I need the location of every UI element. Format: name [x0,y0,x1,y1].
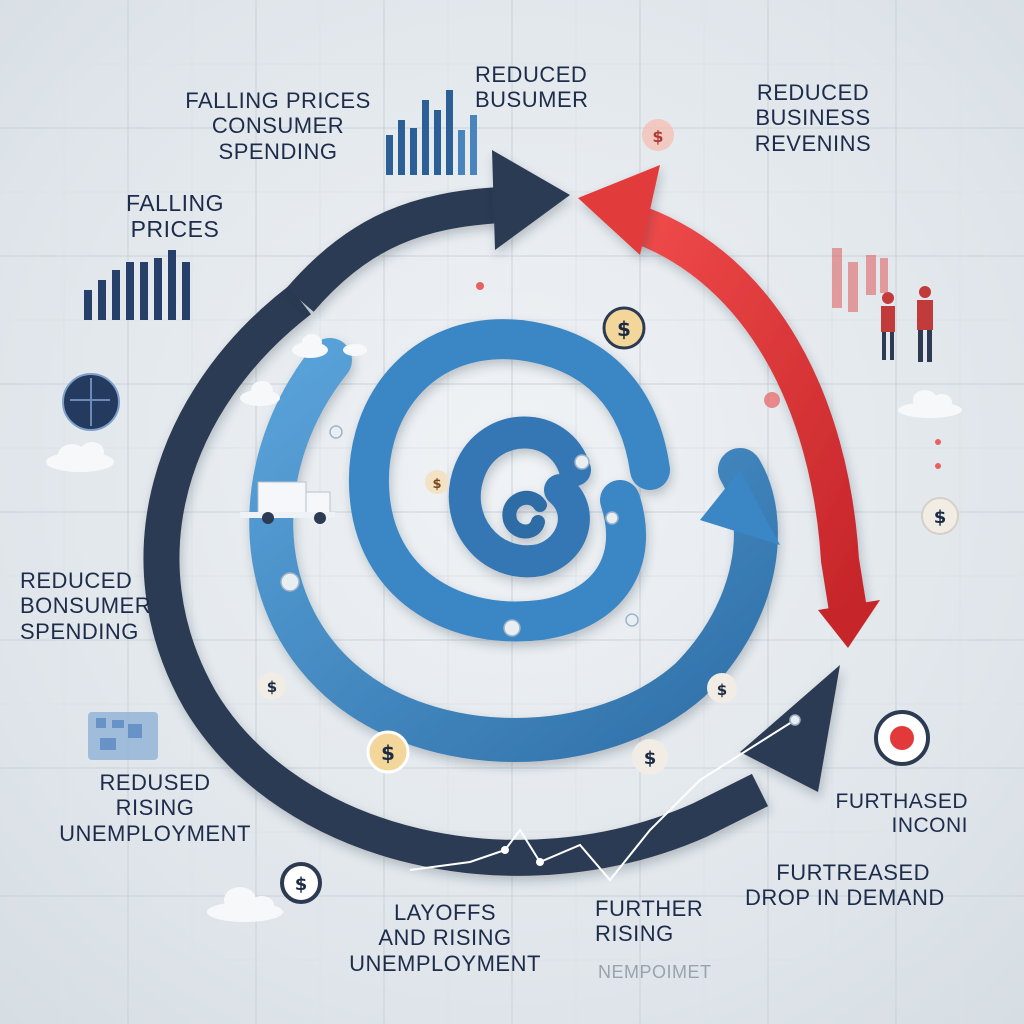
label-line: FALLING [125,190,225,216]
dot [935,463,941,469]
label-line: PRICES [130,216,220,243]
label-line: RISING [115,795,195,821]
dot [935,439,941,445]
dark-cycle-arrow-upper [286,187,502,312]
blue-arrow-head [700,470,780,545]
label-line: FURTHER [595,896,704,921]
svg-text:$: $ [652,127,663,146]
label-reduced-business-revenues: REDUCED BUSINESS REVENINS [728,80,898,156]
bar-chart-icon [84,250,190,320]
label-line: DROP IN DEMAND [745,885,945,911]
label-falling-prices: FALLING PRICES [110,190,240,243]
cloud-icon [46,442,114,472]
label-line: REVENINS [754,130,872,156]
label-line: FURTREASED [776,860,930,885]
dot [764,392,780,408]
label-line: SPENDING [20,618,139,644]
svg-text:$: $ [644,748,657,769]
label-faint-unemployment: NEMPOIMET [598,962,712,982]
label-reduced-busumer: REDUCED BUSUMER [475,62,589,113]
truck-icon [240,481,335,524]
svg-text:$: $ [267,678,277,696]
red-bars-icon [832,248,888,312]
label-furtreased-drop-in-demand: FURTREASED DROP IN DEMAND [745,860,945,911]
coin-icon: $ [366,730,410,774]
people-icon [881,286,933,362]
coin-icon: $ [280,862,322,904]
cloud-icon [898,390,962,418]
label-line: BUSINESS [755,105,871,131]
label-reduced-bonsumer-spending: REDUCED BONSUMER SPENDING [20,568,151,644]
coin-icon: $ [632,739,668,775]
blue-spiral [249,319,778,762]
svg-text:$: $ [432,477,441,492]
label-line: BUSUMER [475,87,589,113]
label-line: INCONI [891,814,968,838]
dot [476,282,484,290]
cloud-icon [207,887,283,922]
dark-cycle-arrow-lower [143,285,769,876]
cloud-icon [292,334,367,358]
label-line: RISING [595,921,674,947]
label-layoffs-rising-unemployment: LAYOFFS AND RISING UNEMPLOYMENT [340,900,550,976]
label-line: AND RISING [378,925,512,951]
label-line: CONSUMER [211,113,345,139]
cloud-icon [240,381,280,406]
label-line: UNEMPLOYMENT [349,950,541,976]
label-line: FURTHASED [835,790,968,813]
red-arrow [633,207,867,614]
coin-icon: $ [707,673,737,703]
globe-icon [62,373,120,431]
red-arrow-tail [818,600,880,648]
map-icon [88,712,158,760]
label-further-rising: FURTHER RISING [595,896,703,947]
coin-icon: $ [921,497,959,535]
label-line: REDUCED [20,568,133,593]
bar-chart-icon [386,90,477,175]
label-line: REDUSED [99,770,211,795]
label-falling-prices-consumer-spending: FALLING PRICES CONSUMER SPENDING [183,88,373,164]
label-line: SPENDING [218,138,338,164]
coin-icon: $ [602,306,646,350]
dark-arrow-head-lower [740,665,840,792]
label-line: REDUCED [475,62,588,87]
svg-text:$: $ [717,681,727,699]
label-line: UNEMPLOYMENT [59,820,251,846]
label-line: FALLING PRICES [185,88,371,113]
label-line: REDUCED [756,80,870,105]
label-line: LAYOFFS [393,900,497,925]
svg-text:$: $ [381,741,395,765]
coin-icon: $ [258,672,286,700]
svg-text:$: $ [934,507,947,528]
coin-icon: $ [425,470,449,494]
label-line: BONSUMER [20,593,152,619]
label-redused-rising-unemployment: REDUSED RISING UNEMPLOYMENT [45,770,265,846]
line-chart-icon [409,719,796,882]
red-arrow-head [578,165,660,255]
pin-icon [874,710,930,766]
spiral-nodes [280,425,801,726]
coin-icon: $ [642,119,674,151]
svg-text:$: $ [295,874,308,895]
dark-arrow-head-upper [492,150,570,250]
svg-text:$: $ [617,317,631,341]
label-furthased-income: FURTHASED INCONI [808,790,968,838]
